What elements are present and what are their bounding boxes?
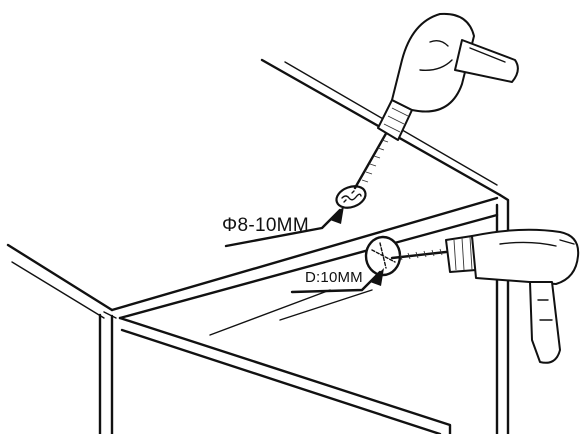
arrow-pointer-icon <box>290 268 384 294</box>
power-drill-icon <box>390 228 580 364</box>
cabinet-outline <box>6 58 510 434</box>
arrow-pointer-icon <box>224 206 344 248</box>
drill-hole-icon <box>335 185 367 209</box>
hole-diameter-label: D:10MM <box>305 269 363 286</box>
drill-bit-size-label: Φ8-10MM <box>222 215 309 236</box>
power-drill-icon <box>353 12 519 190</box>
